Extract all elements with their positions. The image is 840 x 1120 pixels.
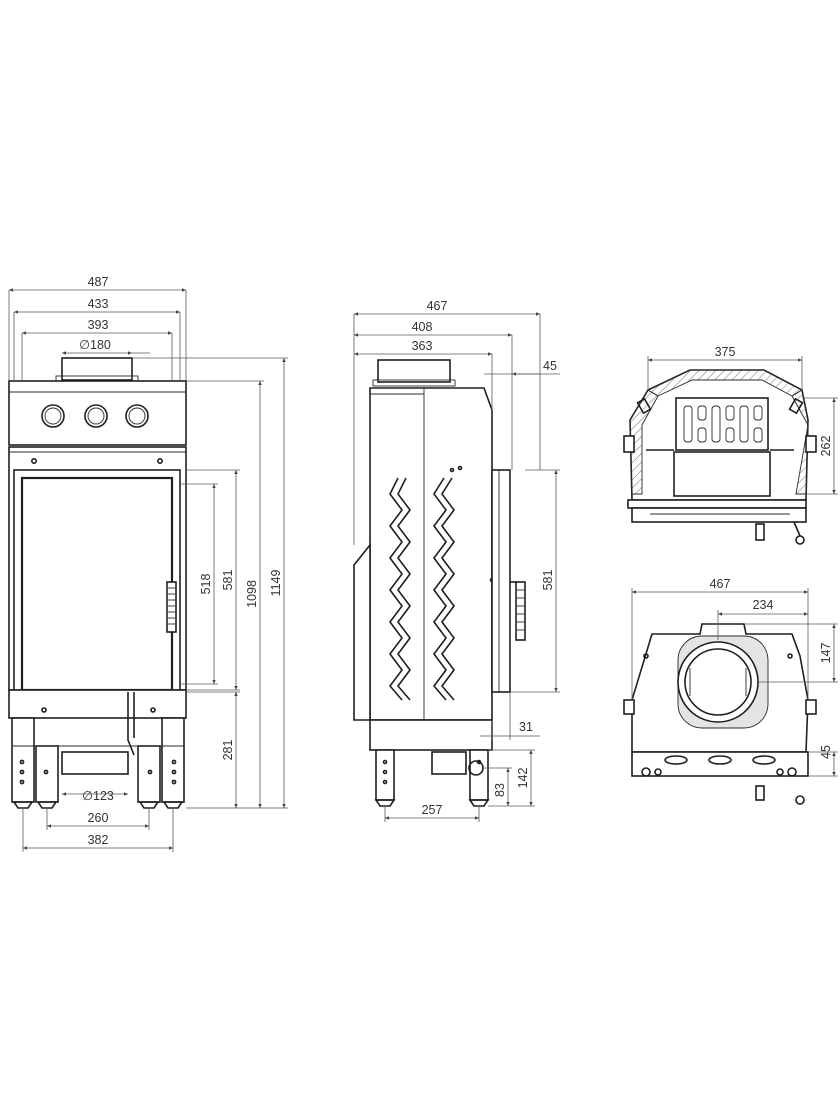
- side-body: [369, 387, 493, 721]
- dim-top-width: 467: [710, 577, 731, 591]
- dim-body-width: 433: [88, 297, 109, 311]
- dim-flue-diameter: ∅180: [79, 338, 111, 352]
- rear-panel: [353, 542, 371, 721]
- dim-section-height: 262: [819, 436, 833, 457]
- dim-total-height: 1149: [269, 570, 283, 597]
- front-view-outline: [8, 357, 187, 809]
- convection-box: [8, 380, 187, 446]
- dim-body-depth: 408: [412, 320, 433, 334]
- firebox-floor: [673, 451, 771, 497]
- dim-leg-height: 281: [221, 740, 235, 761]
- dim-inner-width: 393: [88, 318, 109, 332]
- door-rail: [627, 499, 807, 509]
- side-view-dimensions: 467 408 363 45 581 31 142 83: [353, 299, 560, 822]
- knob: [795, 535, 805, 545]
- lower-body-side: [369, 719, 493, 751]
- flue-collar: [377, 359, 451, 383]
- top-section-view: 375 262: [623, 345, 838, 545]
- dim-overall-depth: 467: [427, 299, 448, 313]
- dim-body-height: 1098: [245, 580, 259, 608]
- air-inlet-box: [61, 751, 129, 775]
- baffle: [432, 477, 447, 701]
- dim-glass-height: 581: [221, 570, 235, 591]
- dim-flue-offset: 234: [753, 598, 774, 612]
- handle: [755, 785, 765, 801]
- convection-outlet: [41, 404, 65, 428]
- front-view-dimensions: 487 433 393 ∅180 518 581 1098: [8, 275, 288, 852]
- side-view: 467 408 363 45 581 31 142 83: [353, 299, 560, 822]
- dim-frame-height: 581: [541, 570, 555, 591]
- door-handle-side: [515, 581, 526, 641]
- dim-flue-depth: 147: [819, 643, 833, 664]
- dim-overall-width: 487: [88, 275, 109, 289]
- leg: [375, 749, 395, 801]
- door-handle: [166, 581, 177, 633]
- top-section-outline: [623, 369, 817, 545]
- air-inlet-side: [431, 751, 467, 775]
- lower-trim: [8, 689, 187, 719]
- dim-inlet-height-a: 142: [516, 768, 530, 789]
- top-view-dimensions: 467 234 147 45: [631, 577, 838, 777]
- side-view-outline: [353, 359, 526, 807]
- top-view-outline: [623, 623, 817, 805]
- dim-frame-offset: 45: [543, 359, 557, 373]
- spigot: [788, 397, 804, 415]
- spigot: [636, 397, 652, 415]
- handle: [755, 523, 765, 541]
- dim-frame-projection: 31: [519, 720, 533, 734]
- door-section: [631, 507, 807, 523]
- dim-section-width: 375: [715, 345, 736, 359]
- top-section-dimensions: 375 262: [647, 345, 838, 495]
- flue-inner: [684, 648, 752, 716]
- dim-top-depth: 363: [412, 339, 433, 353]
- dim-leg-spacing: 257: [422, 803, 443, 817]
- door-frame-side: [491, 469, 511, 693]
- flue-collar: [61, 357, 133, 381]
- dim-door-height: 518: [199, 574, 213, 595]
- front-view: 487 433 393 ∅180 518 581 1098: [8, 275, 288, 852]
- convection-outlet: [84, 404, 108, 428]
- convection-outlet: [125, 404, 149, 428]
- baffle: [388, 477, 403, 701]
- top-view: 467 234 147 45: [623, 577, 838, 805]
- cable: [127, 692, 135, 756]
- dim-air-inlet-diameter: ∅123: [82, 789, 114, 803]
- door-glass: [20, 476, 174, 692]
- dim-leg-outer-spacing: 382: [88, 833, 109, 847]
- dim-inlet-height-b: 83: [493, 783, 507, 797]
- knob: [795, 795, 805, 805]
- dim-leg-inner-spacing: 260: [88, 811, 109, 825]
- dim-frame-depth: 45: [819, 745, 833, 759]
